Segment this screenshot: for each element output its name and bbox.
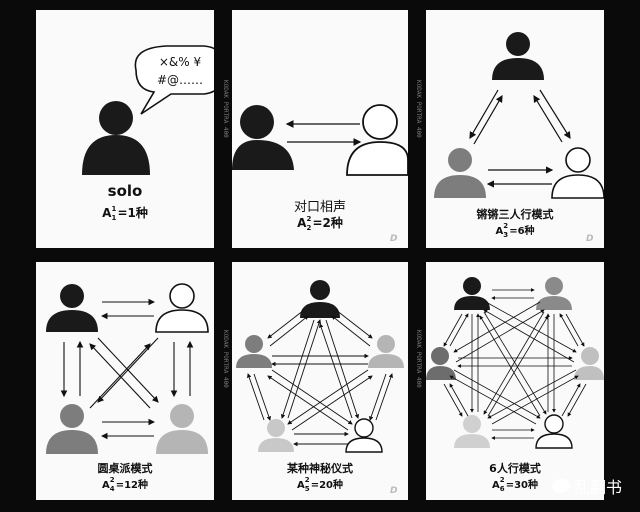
panel-label: solo: [107, 182, 143, 200]
trio-illustration: [434, 32, 604, 199]
arrow: [561, 383, 581, 417]
film-marking: KODAK PORTRA 400: [222, 80, 229, 138]
person-icon-dark: [46, 284, 98, 332]
arrow: [485, 301, 577, 353]
arrow: [567, 383, 587, 417]
person-icon-dark: [232, 105, 294, 170]
arrow: [287, 369, 369, 425]
arrow: [469, 89, 499, 140]
panel-label: 圆桌派模式: [97, 462, 153, 475]
arrow: [473, 94, 503, 145]
arrow: [455, 309, 545, 363]
arrow: [271, 369, 353, 425]
arrow: [479, 315, 541, 417]
film-marking: KODAK PORTRA 400: [415, 330, 422, 388]
person-icon-light: [368, 335, 404, 368]
speech-text-2: #@……: [157, 73, 203, 87]
arrow: [269, 315, 309, 347]
arrow: [375, 373, 393, 421]
d-mark: D: [586, 234, 594, 244]
person-icon-mid: [236, 335, 272, 368]
six-illustration: [426, 277, 604, 449]
arrow: [449, 313, 469, 347]
watermark: 乱翻书: [551, 474, 622, 498]
arrow: [89, 343, 151, 409]
arrow: [291, 375, 373, 431]
duo-illustration: [232, 104, 408, 176]
arrow: [491, 375, 579, 425]
panel-label: 某种神秘仪式: [287, 462, 353, 475]
panel-label: 6人行模式: [489, 462, 541, 475]
person-icon-light: [574, 347, 604, 380]
film-marking: KODAK PORTRA 400: [222, 330, 229, 388]
solo-illustration: ×&% ¥ #@……: [82, 45, 214, 175]
person-icon-dark: [300, 280, 340, 318]
arrow: [483, 309, 575, 363]
person-icon-light: [258, 419, 294, 452]
arrow: [565, 313, 585, 347]
person-icon-mid: [434, 148, 486, 198]
person-icon-dark: [82, 101, 150, 175]
arrow: [325, 319, 360, 419]
arrow: [247, 373, 265, 421]
person-icon-outline: [551, 147, 604, 199]
quad-illustration: [46, 283, 209, 454]
arrow: [539, 89, 571, 140]
arrow: [253, 373, 271, 421]
arrow: [487, 369, 577, 419]
arrow: [449, 383, 469, 417]
arrow: [533, 94, 563, 143]
person-icon-mid: [536, 277, 572, 310]
arrow: [369, 373, 387, 421]
arrow: [267, 375, 349, 431]
d-mark: D: [390, 234, 398, 244]
panel-label: 锵锵三人行模式: [476, 208, 554, 221]
film-marking: KODAK PORTRA 400: [415, 80, 422, 138]
person-icon-dark: [492, 32, 544, 80]
speech-bubble: [134, 45, 214, 115]
arrow: [453, 369, 541, 419]
arrow: [335, 309, 373, 339]
wechat-icon: [551, 479, 570, 493]
person-icon-mid: [426, 347, 456, 380]
arrow: [331, 315, 371, 347]
arrow: [449, 375, 537, 425]
arrow: [443, 383, 463, 417]
five-illustration: [236, 280, 404, 453]
arrow: [453, 301, 541, 353]
arrow: [267, 309, 305, 339]
arrow: [443, 313, 463, 347]
watermark-text: 乱翻书: [573, 478, 622, 497]
person-icon-mid: [46, 404, 98, 454]
arrow: [280, 319, 315, 419]
person-icon-light: [454, 415, 490, 448]
arrow: [287, 319, 322, 419]
arrow: [319, 323, 353, 419]
speech-text-1: ×&% ¥: [159, 55, 202, 69]
person-icon-outline: [155, 283, 209, 333]
person-icon-outline: [345, 418, 383, 453]
person-icon-light: [156, 404, 208, 454]
arrow: [559, 313, 579, 347]
d-mark: D: [390, 486, 398, 496]
person-icon-dark: [454, 277, 490, 310]
person-icon-outline: [346, 104, 408, 176]
arrow: [487, 315, 549, 417]
person-icon-outline: [535, 414, 573, 449]
panel-label: 对口相声: [293, 200, 346, 215]
